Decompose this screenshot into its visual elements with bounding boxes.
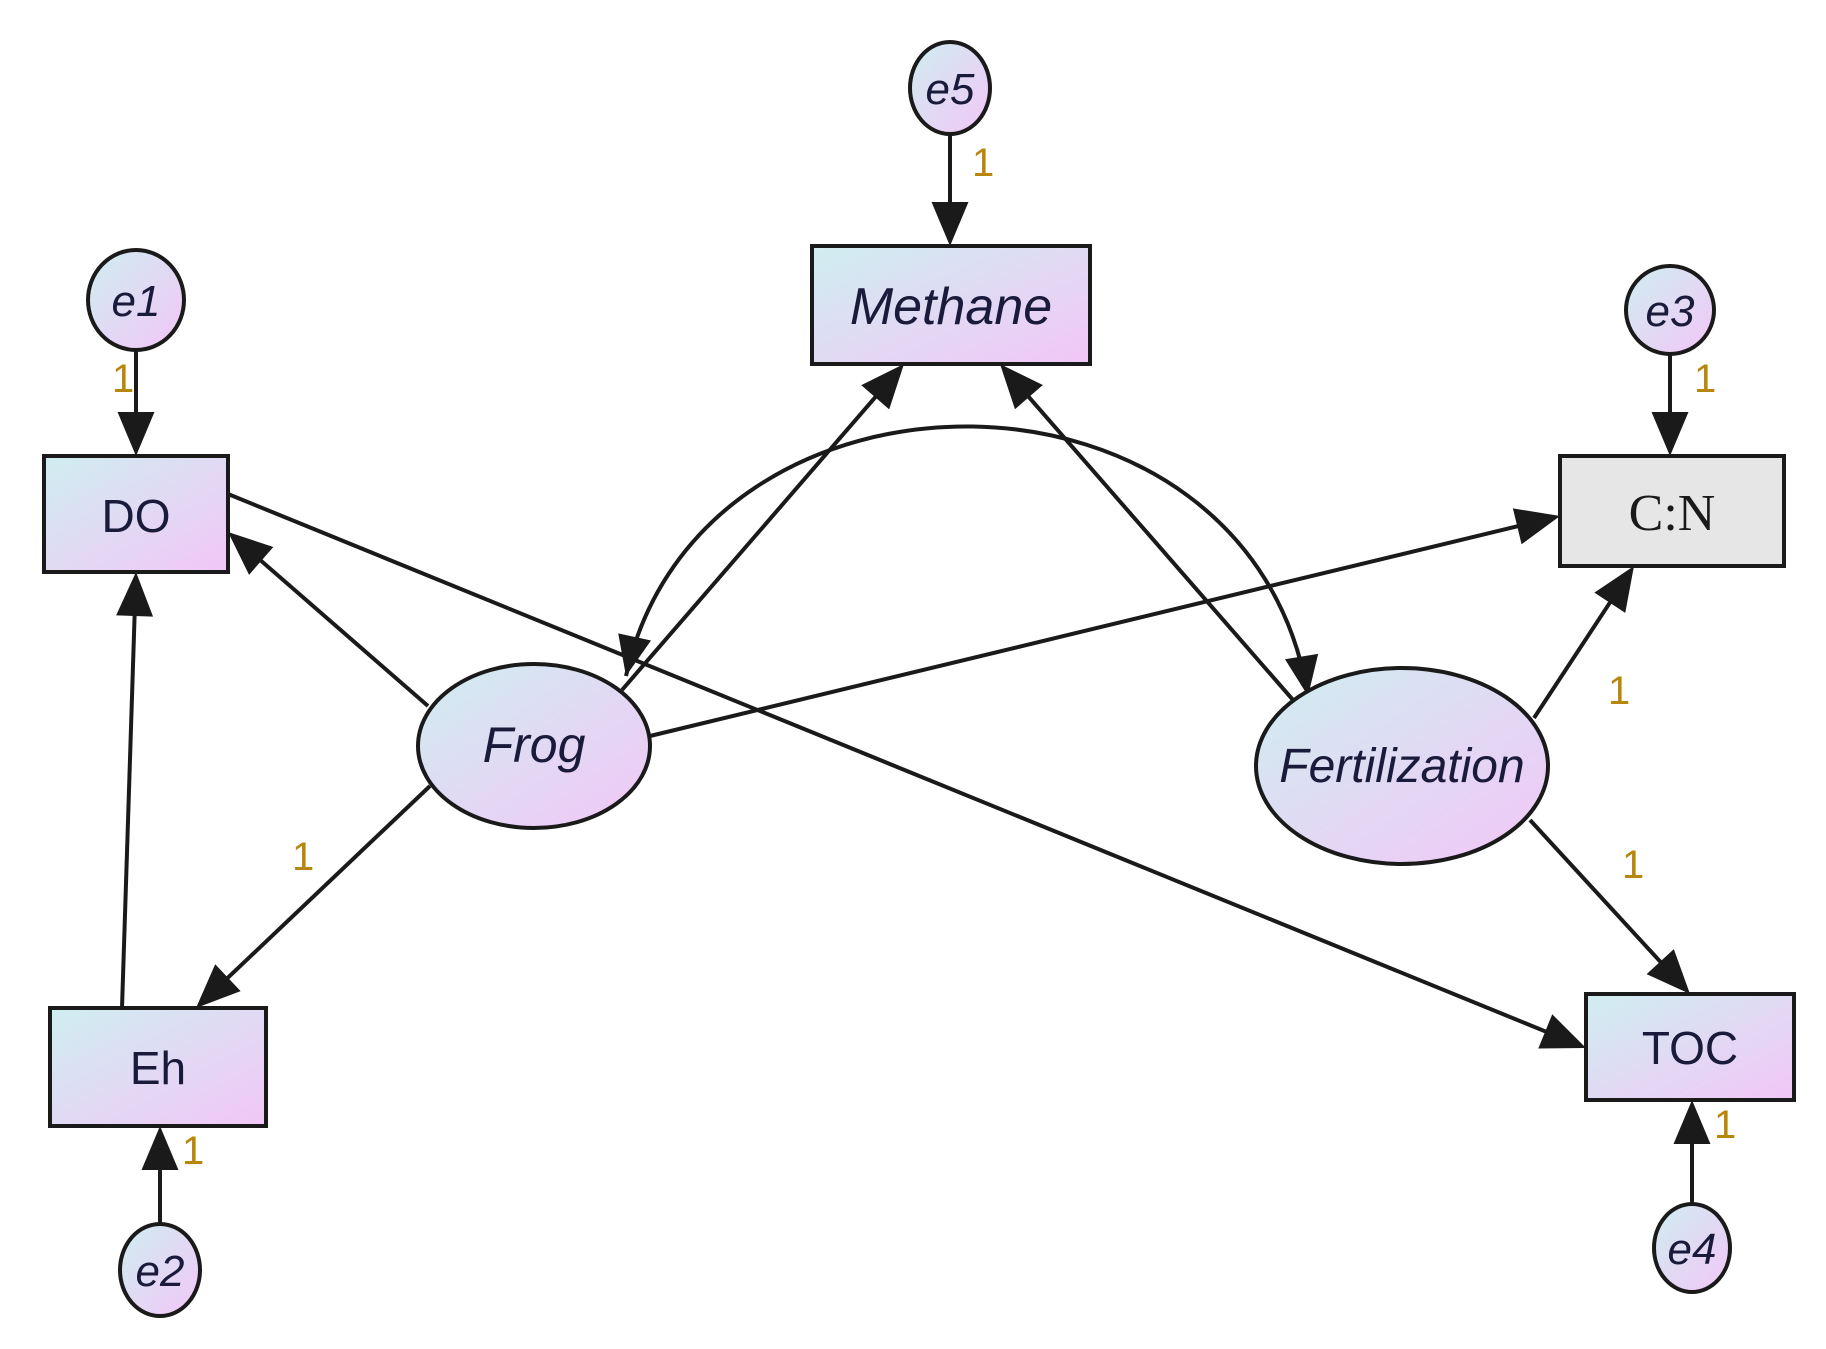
node-methane-label: Methane — [850, 278, 1052, 336]
arrowhead — [618, 633, 652, 676]
node-frog-label: Frog — [483, 717, 586, 773]
node-e4[interactable]: e4 — [1652, 1202, 1732, 1294]
node-e1[interactable]: e1 — [86, 248, 186, 352]
edge-e1-do: 1 — [112, 350, 155, 456]
edge-frog-fertilization — [618, 424, 1319, 697]
edge-frog-eh: 1 — [196, 784, 432, 1008]
node-eh-label: Eh — [130, 1042, 186, 1094]
arrowhead — [931, 202, 969, 246]
node-cn[interactable]: C:N — [1558, 454, 1786, 568]
edge-frog-methane — [620, 364, 904, 692]
node-e5-label: e5 — [926, 65, 975, 114]
edge-fertilization-toc: 1 — [1528, 818, 1690, 994]
node-methane[interactable]: Methane — [810, 244, 1092, 366]
node-frog[interactable]: Frog — [416, 662, 652, 830]
edge-fertilization-methane — [1000, 364, 1302, 710]
edge-frog-cn — [649, 508, 1560, 738]
edge-weight-label: 1 — [182, 1129, 204, 1173]
arrowhead — [117, 412, 155, 456]
arrowhead — [1651, 412, 1689, 456]
edge-weight-label: 1 — [972, 141, 994, 185]
edge-eh-do — [116, 572, 154, 1009]
arrowhead — [196, 964, 241, 1008]
node-e2[interactable]: e2 — [118, 1222, 202, 1318]
node-e1-label: e1 — [112, 277, 161, 326]
edge-frog-do — [228, 532, 430, 708]
node-e4-label: e4 — [1668, 1225, 1717, 1274]
node-e3-label: e3 — [1646, 287, 1695, 336]
arrowhead — [1594, 566, 1634, 613]
node-do[interactable]: DO — [42, 454, 230, 574]
node-e3[interactable]: e3 — [1624, 264, 1716, 356]
arrowhead — [116, 572, 154, 617]
edges-layer: 1 1 1 1 1 1 1 1 — [112, 134, 1736, 1224]
edge-weight-label: 1 — [112, 357, 134, 401]
arrowhead — [861, 364, 904, 410]
node-e2-label: e2 — [136, 1247, 185, 1296]
edge-weight-label: 1 — [1622, 843, 1644, 887]
arrowhead — [1512, 508, 1560, 545]
arrowhead — [1646, 949, 1690, 994]
node-toc-label: TOC — [1642, 1022, 1738, 1074]
arrowhead — [1284, 653, 1319, 696]
edge-weight-label: 1 — [1608, 669, 1630, 713]
edge-weight-label: 1 — [1714, 1103, 1736, 1147]
edge-weight-label: 1 — [1694, 357, 1716, 401]
node-toc[interactable]: TOC — [1584, 992, 1796, 1102]
node-fertilization-label: Fertilization — [1279, 740, 1524, 793]
edge-do-toc — [227, 492, 1586, 1049]
arrowhead — [1673, 1100, 1711, 1144]
arrowhead — [141, 1126, 179, 1170]
node-fertilization[interactable]: Fertilization — [1254, 666, 1550, 866]
node-e5[interactable]: e5 — [908, 40, 992, 136]
edge-e2-eh: 1 — [141, 1126, 204, 1224]
node-eh[interactable]: Eh — [48, 1006, 268, 1128]
arrowhead — [1538, 1014, 1586, 1049]
node-do-label: DO — [102, 490, 171, 542]
arrowhead — [228, 532, 274, 575]
edge-fertilization-cn: 1 — [1532, 566, 1634, 720]
edge-e5-methane: 1 — [931, 134, 994, 246]
node-cn-label: C:N — [1629, 485, 1716, 542]
edge-e4-toc: 1 — [1673, 1100, 1736, 1204]
edge-weight-label: 1 — [292, 835, 314, 879]
arrowhead — [1000, 364, 1043, 410]
edge-e3-cn: 1 — [1651, 354, 1716, 456]
